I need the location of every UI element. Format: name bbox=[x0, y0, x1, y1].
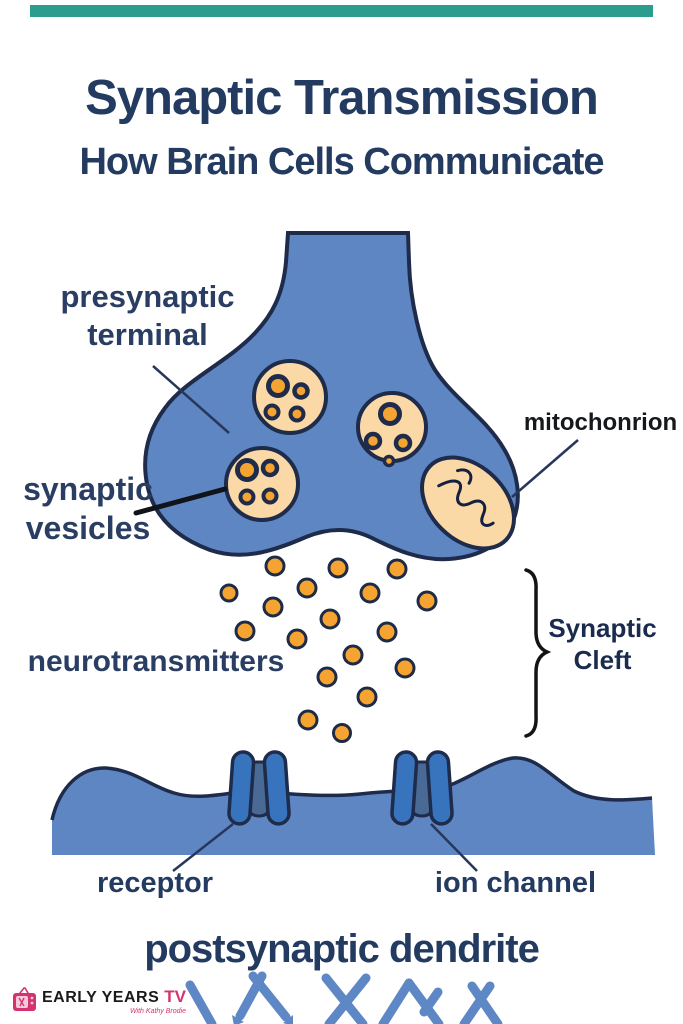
postsynaptic-membrane bbox=[52, 757, 655, 855]
synaptic-cleft-brace bbox=[524, 568, 552, 738]
label-ion-channel: ion channel bbox=[434, 867, 597, 899]
label-line: synaptic bbox=[23, 471, 153, 507]
receptor-shape bbox=[227, 750, 291, 826]
label-line: Synaptic bbox=[548, 613, 657, 643]
label-line: vesicles bbox=[25, 510, 151, 547]
label-presynaptic-terminal: presynaptic terminal bbox=[40, 278, 255, 354]
label-receptor: receptor bbox=[96, 867, 214, 899]
pointer-line bbox=[511, 439, 579, 498]
label-neurotransmitters: neurotransmitters bbox=[27, 645, 285, 678]
synaptic-vesicle bbox=[224, 446, 300, 522]
ion-channel-shape bbox=[390, 750, 454, 826]
label-synaptic-cleft: Synaptic Cleft bbox=[545, 613, 660, 676]
page-title: Synaptic Transmission bbox=[85, 71, 599, 125]
label-mitochondrion: mitochonrion bbox=[523, 409, 678, 436]
brand-logo: EARLY YEARS TV With Kathy Brodie bbox=[12, 987, 186, 1015]
logo-brand-name: EARLY YEARS bbox=[42, 989, 160, 1006]
tv-icon bbox=[13, 987, 36, 1011]
mitochondrion-shape bbox=[420, 455, 516, 551]
synaptic-vesicle bbox=[252, 359, 328, 435]
dendrite-branches bbox=[185, 971, 503, 1024]
logo-brand-tv: TV bbox=[164, 987, 186, 1006]
logo-text: EARLY YEARS TV With Kathy Brodie bbox=[42, 987, 186, 1015]
label-line: terminal bbox=[87, 316, 208, 352]
neurotransmitter-dots bbox=[219, 555, 438, 743]
top-accent-bar bbox=[30, 5, 653, 17]
label-line: presynaptic bbox=[60, 279, 235, 314]
postsynaptic-membrane-outline bbox=[50, 756, 653, 821]
label-synaptic-vesicles: synaptic vesicles bbox=[8, 470, 168, 548]
synaptic-vesicle bbox=[356, 391, 428, 468]
logo-tagline: With Kathy Brodie bbox=[130, 1008, 186, 1015]
pointer-line bbox=[133, 486, 228, 516]
pointer-line bbox=[152, 365, 230, 434]
label-postsynaptic-dendrite: postsynaptic dendrite bbox=[144, 927, 540, 971]
label-line: Cleft bbox=[573, 644, 632, 675]
pointer-line bbox=[430, 823, 478, 872]
pointer-line bbox=[172, 823, 234, 872]
page-subtitle: How Brain Cells Communicate bbox=[79, 141, 604, 183]
